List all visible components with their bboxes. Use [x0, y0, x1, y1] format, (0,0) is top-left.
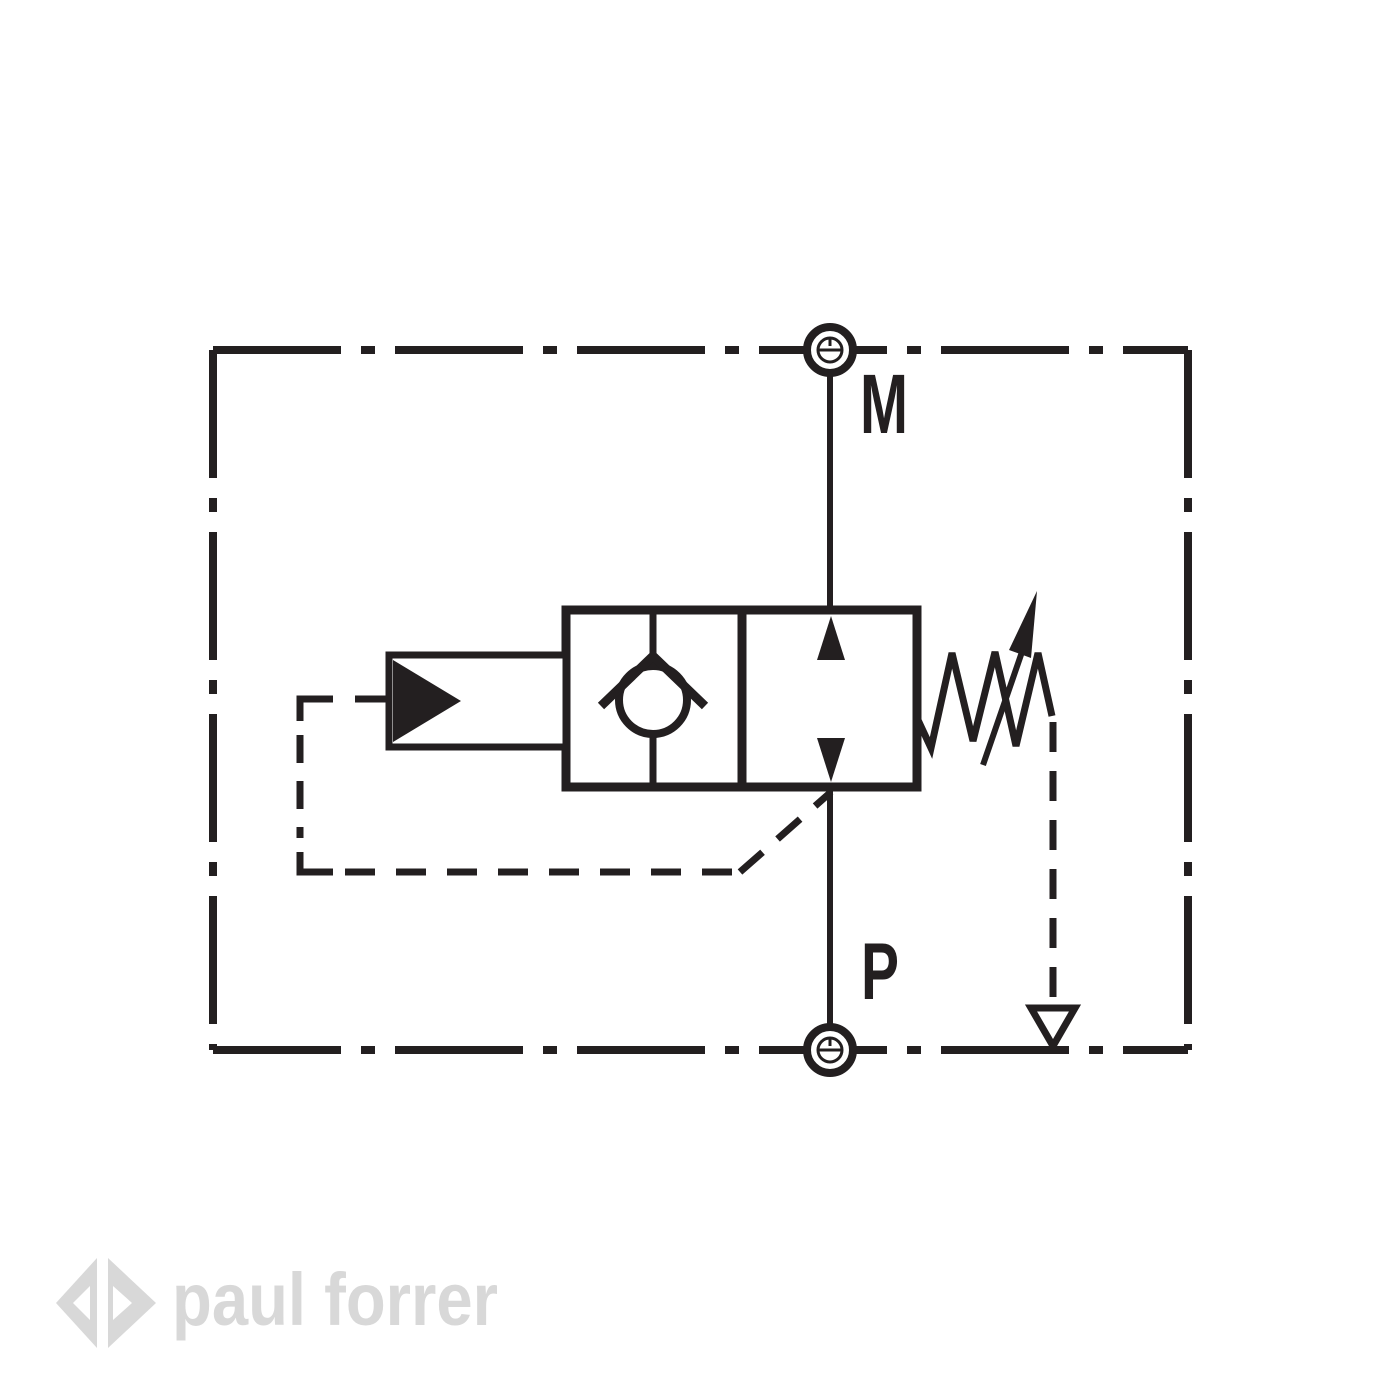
- flow-arrow-down-icon: [817, 738, 845, 782]
- spring-zigzag: [914, 651, 1056, 759]
- check-valve-position: [597, 610, 709, 787]
- through-flow-position: [817, 616, 845, 782]
- logo-diamond-icon: [56, 1258, 156, 1348]
- logo: paul forrer: [56, 1258, 498, 1348]
- enclosure-boundary: [209, 346, 1192, 1054]
- port-p: [803, 1023, 857, 1077]
- pilot-actuator-arrow-icon: [393, 660, 461, 742]
- logo-diamond-right-cutout: [113, 1286, 132, 1320]
- port-m-label: M: [860, 357, 908, 451]
- adjustment-arrow-head-icon: [1009, 591, 1037, 658]
- pilot-corner-top: [296, 695, 333, 721]
- pilot-corner-bottom: [296, 852, 333, 876]
- adjustable-spring: [914, 591, 1056, 766]
- drain-line: [1024, 722, 1082, 1053]
- pilot-actuator: [385, 651, 570, 751]
- adjustment-arrow-shaft: [980, 648, 1026, 766]
- port-p-label: P: [861, 927, 899, 1017]
- pilot-diagonal: [737, 789, 834, 875]
- port-m: [803, 323, 857, 377]
- pilot-line: [296, 695, 834, 876]
- flow-arrow-up-icon: [817, 616, 845, 660]
- logo-text: paul forrer: [172, 1258, 498, 1341]
- check-valve-seat-icon: [597, 649, 709, 710]
- check-valve-ball-icon: [615, 662, 691, 738]
- drain-triangle-icon: [1024, 1004, 1082, 1053]
- logo-diamond-left-cutout: [73, 1286, 90, 1320]
- valve-body: [561, 605, 922, 792]
